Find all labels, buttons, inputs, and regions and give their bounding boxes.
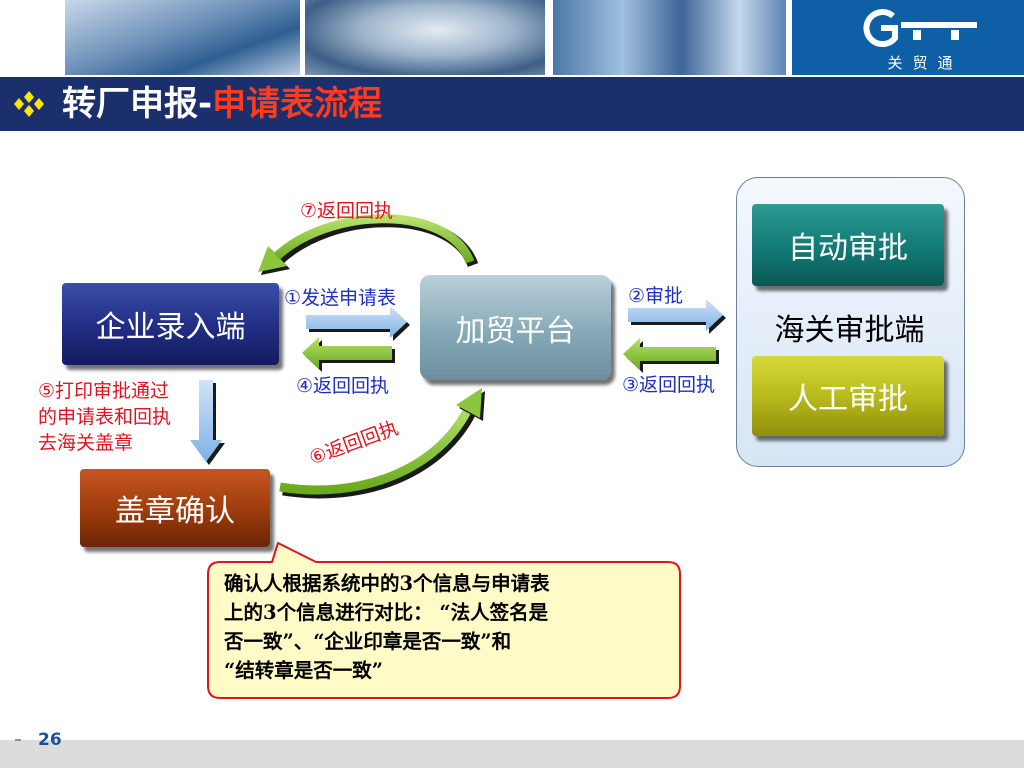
arrow-return-receipt-3: [623, 338, 719, 373]
step-2-label: ②审批: [628, 285, 684, 307]
arrow-send-application: [306, 306, 410, 341]
step-5-line: ⑤打印审批通过: [38, 380, 170, 402]
step-5-note: ⑤打印审批通过 的申请表和回执 去海关盖章: [38, 378, 171, 456]
callout-line: “结转章是否一致”: [224, 659, 383, 682]
arrow-return-receipt-4: [302, 337, 395, 372]
arrow-approval: [628, 299, 726, 334]
stamp-confirm-node: 盖章确认: [80, 469, 270, 547]
page-number: 26: [38, 730, 62, 750]
logo-text: 关贸通: [887, 54, 963, 72]
step-5-line: 的申请表和回执: [38, 406, 172, 428]
step-3-label: ③返回回执: [622, 374, 716, 396]
enterprise-entry-node: 企业录入端: [62, 283, 279, 365]
step-4-label: ④返回回执: [296, 375, 390, 397]
gmt-logo-icon: [863, 9, 977, 48]
title-bar: [0, 77, 1024, 131]
manual-approval-node: 人工审批: [752, 356, 944, 436]
arrow-return-receipt-6: [279, 388, 485, 499]
customs-side-label: 海关审批端: [774, 313, 925, 348]
callout-line: 上的3个信息进行对比： “法人签名是: [224, 601, 549, 624]
footer-dot-icon: [15, 739, 21, 741]
header-photo-keyboard: [65, 0, 300, 75]
page-title: 转厂申报-申请表流程: [62, 80, 382, 128]
callout-bubble: [207, 541, 681, 699]
arrow-return-receipt-7: [258, 214, 479, 275]
callout-line: 确认人根据系统中的3个信息与申请表: [224, 572, 550, 595]
title-accent: 申请表流程: [212, 84, 383, 124]
step-1-label: ①发送申请表: [284, 287, 397, 309]
footer-bar: [0, 740, 1024, 768]
header-photo-disc: [305, 0, 545, 75]
callout-text: 确认人根据系统中的3个信息与申请表 上的3个信息进行对比： “法人签名是 否一致…: [224, 569, 669, 685]
step-7-label: ⑦返回回执: [300, 200, 394, 222]
diamond-bullet-icon: [14, 91, 44, 117]
header-logo-panel: [792, 0, 1024, 75]
step-5-line: 去海关盖章: [38, 432, 134, 454]
header-photo-buildings: [553, 0, 786, 75]
arrow-print-and-stamp: [190, 380, 225, 465]
auto-approval-node: 自动审批: [752, 204, 944, 286]
callout-line: 否一致”、“企业印章是否一致”和: [224, 630, 512, 653]
title-main: 转厂申报-: [62, 84, 213, 124]
processing-trade-platform-node: 加贸平台: [420, 275, 611, 380]
